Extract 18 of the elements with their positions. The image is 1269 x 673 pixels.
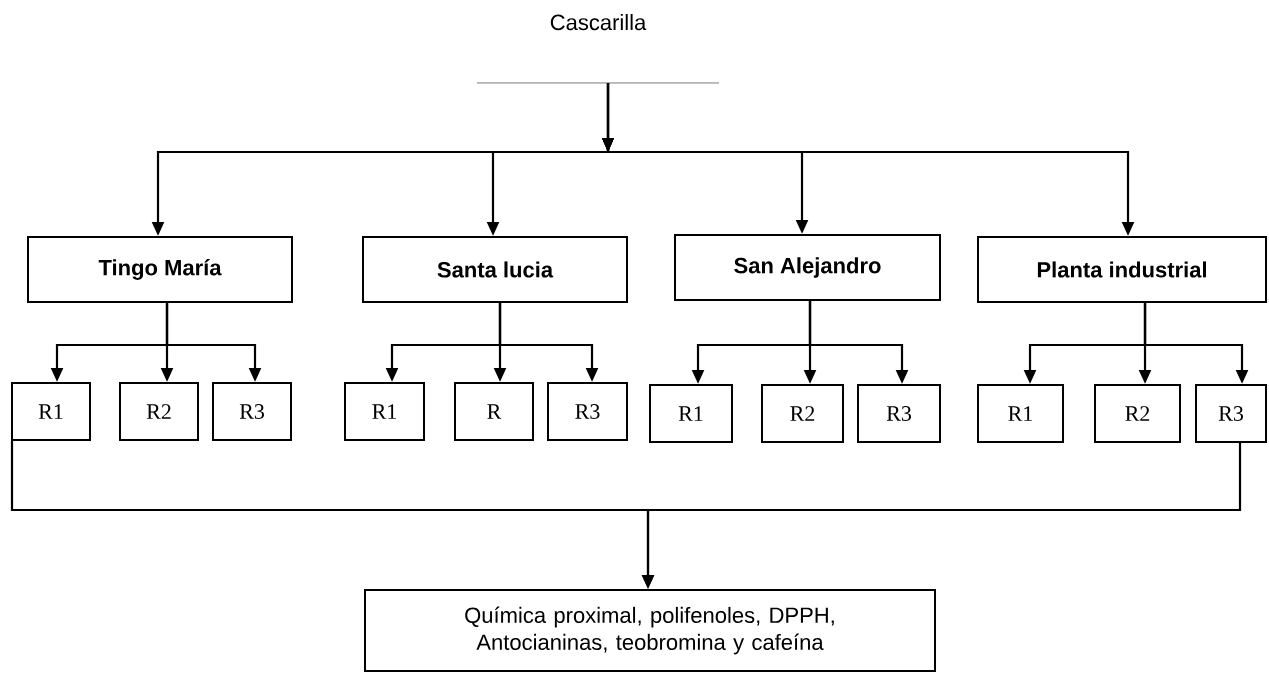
replicate-box: R3 — [547, 382, 628, 441]
replicate-box: R3 — [212, 382, 292, 441]
replicate-box: R1 — [977, 384, 1064, 443]
replicate-box: R1 — [649, 384, 733, 443]
location-box: San Alejandro — [674, 234, 941, 301]
replicate-box: R2 — [1094, 384, 1181, 443]
location-box: Santa lucia — [362, 236, 628, 303]
analysis-box: Química proximal, polifenoles, DPPH, Antocianinas, teobromina y cafeína — [364, 589, 936, 672]
replicate-box: R3 — [857, 384, 941, 443]
replicate-box: R3 — [1195, 384, 1267, 443]
replicate-box: R1 — [11, 382, 91, 441]
replicate-box: R1 — [344, 382, 425, 441]
title-text: Cascarilla — [476, 14, 720, 84]
location-box: Tingo María — [27, 236, 293, 303]
replicate-box: R2 — [119, 382, 199, 441]
replicate-box: R — [454, 382, 534, 441]
replicate-box: R2 — [761, 384, 844, 443]
location-box: Planta industrial — [977, 236, 1267, 303]
